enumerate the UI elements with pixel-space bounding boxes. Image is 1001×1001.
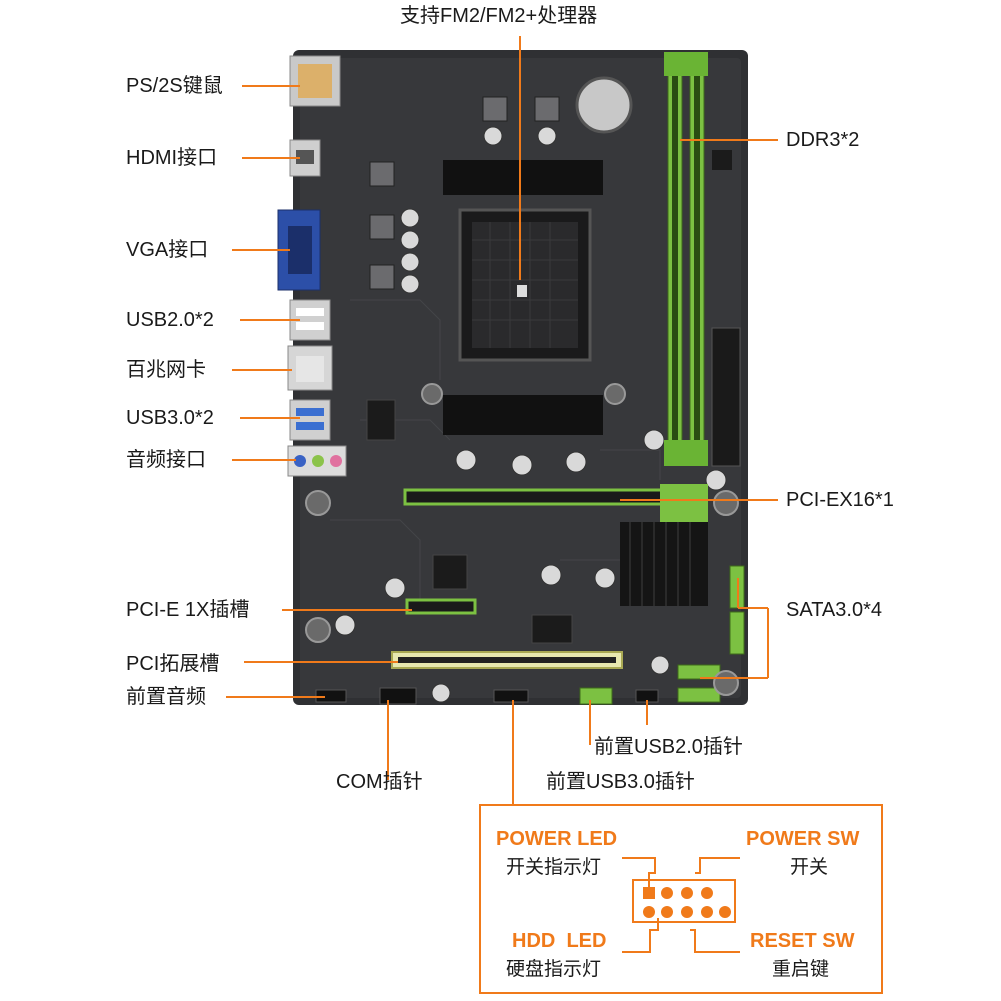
label-power-sw: POWER SW: [746, 828, 860, 850]
chipset-heatsink: [620, 522, 708, 606]
label-reset-sw: RESET SW: [750, 930, 855, 952]
label-pci: PCI拓展槽: [126, 653, 220, 675]
usb3-port: [289, 399, 331, 441]
label-pciex16: PCI-EX16*1: [786, 489, 894, 511]
label-hdd-led-sub: 硬盘指示灯: [506, 959, 602, 980]
label-com: COM插针: [336, 771, 423, 793]
cpu-retention-bottom: [443, 395, 603, 435]
sata-port-2: [729, 611, 745, 655]
label-reset-sw-sub: 重启键: [772, 959, 830, 980]
front-panel-pins: [643, 887, 731, 918]
atx-power-connector: [711, 327, 741, 467]
front-usb3-header: [493, 689, 529, 703]
label-hdd-led: HDD LED: [512, 930, 607, 952]
cpu-retention-top: [443, 160, 603, 195]
com-header: [379, 687, 417, 705]
label-front-usb3: 前置USB3.0插针: [546, 771, 695, 793]
label-hdmi: HDMI接口: [126, 147, 218, 169]
label-audio: 音频接口: [126, 449, 206, 471]
label-vga: VGA接口: [126, 239, 209, 261]
label-pcie1x: PCI-E 1X插槽: [126, 599, 250, 621]
leader-lines: [226, 36, 778, 805]
pcie1x-slot: [405, 598, 477, 615]
sata-port-3: [677, 664, 721, 680]
pciex16-slot: [403, 488, 677, 506]
label-lan: 百兆网卡: [126, 359, 206, 381]
label-sata: SATA3.0*4: [786, 599, 882, 621]
label-cpu-support: 支持FM2/FM2+处理器: [400, 5, 598, 27]
label-ddr3: DDR3*2: [786, 129, 860, 151]
label-power-led-sub: 开关指示灯: [506, 857, 602, 878]
sata-port-4: [677, 687, 721, 703]
label-front-usb2: 前置USB2.0插针: [594, 736, 743, 758]
label-power-sw-sub: 开关: [790, 857, 829, 878]
label-power-led: POWER LED: [496, 828, 618, 850]
front-usb2-header: [579, 687, 613, 705]
label-usb2: USB2.0*2: [126, 309, 214, 331]
label-front-audio: 前置音频: [126, 686, 206, 708]
label-ps2: PS/2S键鼠: [126, 75, 223, 97]
cmos-battery: [575, 76, 633, 134]
label-usb3: USB3.0*2: [126, 407, 214, 429]
